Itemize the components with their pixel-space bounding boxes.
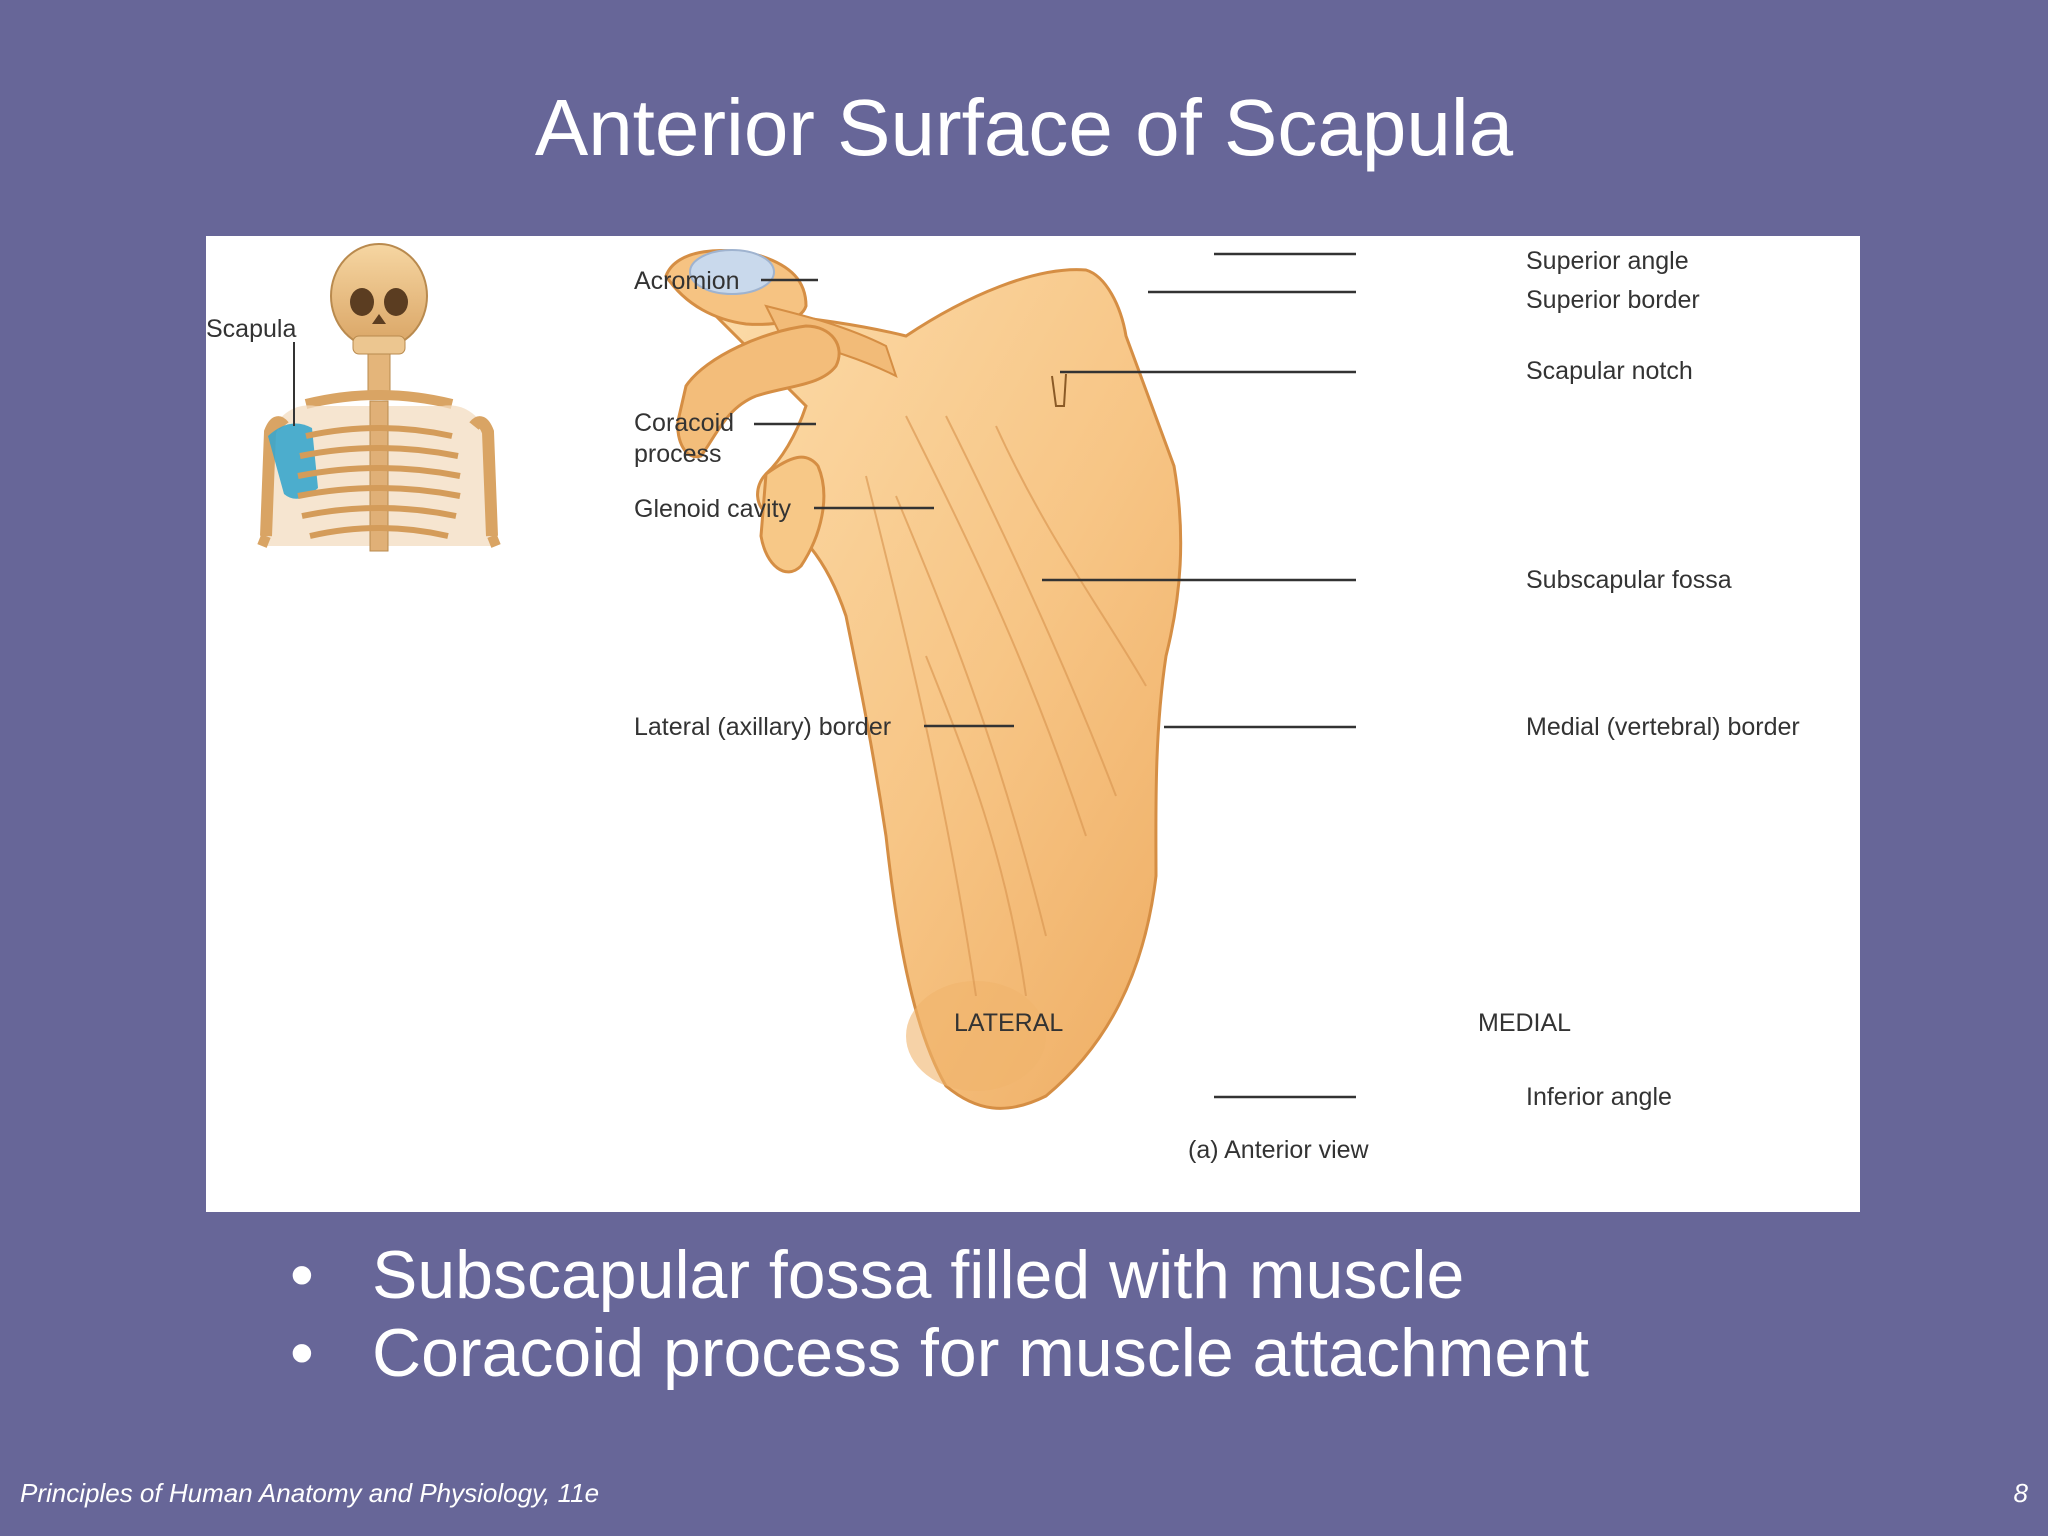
label-superior-border: Superior border	[1526, 286, 1700, 314]
scapula-bone	[664, 249, 1183, 1110]
scapula-figure: Scapula	[206, 236, 1860, 1212]
label-superior-angle: Superior angle	[1526, 247, 1689, 275]
slide-title: Anterior Surface of Scapula	[534, 83, 1514, 172]
bullet-item: • Subscapular fossa filled with muscle	[290, 1236, 1589, 1314]
label-inferior-angle: Inferior angle	[1526, 1083, 1672, 1111]
bullet-text: Coracoid process for muscle attachment	[372, 1315, 1589, 1391]
label-medial: MEDIAL	[1478, 1009, 1571, 1037]
label-glenoid-cavity: Glenoid cavity	[634, 495, 792, 523]
label-coracoid-line1: Coracoid	[634, 409, 734, 437]
bullet-marker: •	[290, 1237, 314, 1313]
label-subscapular-fossa: Subscapular fossa	[1526, 566, 1732, 594]
leader-lines	[754, 252, 1356, 1099]
label-lateral-border: Lateral (axillary) border	[634, 713, 891, 741]
bullet-list: • Subscapular fossa filled with muscle •…	[290, 1236, 1589, 1392]
label-medial-border: Medial (vertebral) border	[1526, 713, 1800, 741]
label-lateral: LATERAL	[954, 1009, 1063, 1037]
label-acromion: Acromion	[634, 267, 740, 295]
bullet-marker: •	[290, 1315, 314, 1391]
label-scapular-notch: Scapular notch	[1526, 357, 1693, 385]
bullet-item: • Coracoid process for muscle attachment	[290, 1314, 1589, 1392]
page-number: 8	[2013, 1478, 2028, 1508]
skeleton-inset	[257, 243, 501, 552]
footer-book-title: Principles of Human Anatomy and Physiolo…	[20, 1478, 600, 1508]
bullet-text: Subscapular fossa filled with muscle	[372, 1237, 1465, 1313]
figure-drawing: Scapula	[206, 243, 1800, 1164]
figure-caption: (a) Anterior view	[1188, 1136, 1370, 1164]
label-coracoid-line2: process	[634, 440, 722, 468]
inset-label-scapula: Scapula	[206, 315, 296, 343]
